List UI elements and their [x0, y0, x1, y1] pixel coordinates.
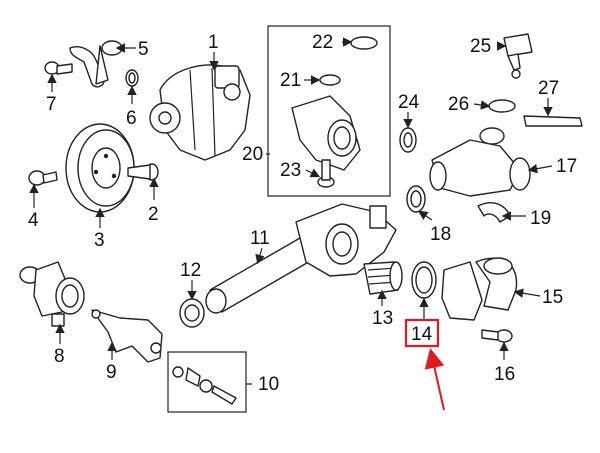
callout-18: 18	[430, 224, 451, 245]
highlighted-callout-14: 14	[404, 318, 440, 348]
part-sensor-25	[503, 33, 533, 79]
part-water-pump	[149, 64, 251, 161]
callout-13: 13	[372, 308, 393, 329]
callout-27: 27	[538, 78, 559, 99]
part-flange-17	[429, 127, 531, 197]
part-oring-14	[411, 261, 437, 299]
leader-lines	[29, 37, 553, 385]
part-boot-13	[363, 261, 403, 295]
part-bracket-9	[91, 309, 163, 363]
callout-1: 1	[208, 32, 219, 53]
callout-15: 15	[542, 287, 563, 308]
part-bolt-2	[127, 163, 159, 181]
callout-17: 17	[556, 156, 577, 177]
callout-26: 26	[448, 94, 469, 115]
part-bolt-16	[481, 329, 513, 343]
part-bolt-23	[317, 159, 335, 188]
callout-20: 20	[242, 144, 263, 165]
callout-8: 8	[54, 346, 65, 367]
callout-25: 25	[470, 36, 491, 57]
part-housing-20	[291, 95, 361, 171]
callout-4: 4	[28, 210, 39, 231]
callout-23: 23	[280, 160, 301, 181]
callout-labels: 1 2 3 4 5 6 7 8 9 10 11 12 13 15 16 17 1…	[28, 32, 577, 395]
callout-14: 14	[411, 324, 433, 345]
part-oring-22	[350, 36, 378, 50]
part-kit-10	[172, 366, 237, 405]
callout-16: 16	[494, 364, 515, 385]
part-bolt-4	[28, 170, 58, 186]
callout-21: 21	[280, 70, 301, 91]
group-box-10	[167, 351, 247, 413]
callout-24: 24	[398, 92, 420, 113]
part-pipe-5	[69, 40, 123, 88]
callout-7: 7	[46, 94, 57, 115]
callout-5: 5	[138, 39, 149, 60]
part-thermostat-housing	[19, 261, 85, 327]
callout-11: 11	[250, 228, 270, 249]
callout-10: 10	[258, 374, 279, 395]
highlight-arrow	[424, 348, 445, 411]
callout-3: 3	[94, 230, 105, 251]
part-bolt-7	[44, 61, 73, 75]
part-oring-21	[319, 74, 341, 86]
part-clip-27	[523, 115, 583, 127]
callout-22: 22	[312, 32, 333, 53]
part-seal-12	[179, 298, 205, 328]
part-coolant-pipe	[205, 203, 397, 314]
callout-6: 6	[126, 108, 137, 129]
part-pulley	[65, 123, 135, 213]
part-outlet-15	[441, 257, 518, 321]
part-clip-19	[477, 202, 511, 223]
group-box-20	[267, 25, 391, 197]
callout-12: 12	[180, 260, 201, 281]
callout-9: 9	[106, 362, 117, 383]
callout-19: 19	[530, 208, 551, 229]
callout-2: 2	[148, 204, 159, 225]
part-washer-26	[488, 99, 516, 113]
